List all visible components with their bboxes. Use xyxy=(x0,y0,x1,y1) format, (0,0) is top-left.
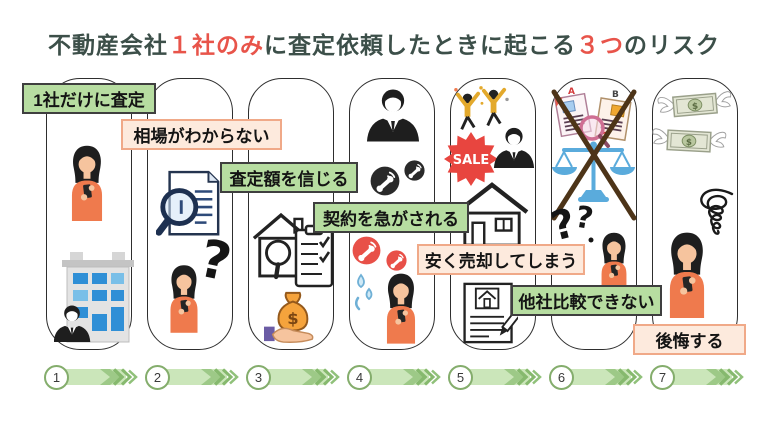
arrow-bar-icon xyxy=(157,368,239,386)
step-label-3: 査定額を信じる xyxy=(220,162,358,193)
step-label-7: 後悔する xyxy=(633,324,746,355)
flying-money-icon: $ xyxy=(657,91,732,118)
woman-phone-icon xyxy=(158,260,210,333)
svg-text:SALE: SALE xyxy=(453,153,490,168)
sale-badge: SALE xyxy=(444,132,498,186)
businessman-icon xyxy=(362,84,424,142)
svg-text:?: ? xyxy=(573,200,596,237)
svg-text:A: A xyxy=(568,87,575,97)
arrow-bar-icon xyxy=(359,368,441,386)
step-marker-4: 4 xyxy=(347,364,447,390)
step-label-2: 相場がわからない xyxy=(121,119,282,150)
woman-phone-icon xyxy=(374,268,428,344)
step-number-2: 2 xyxy=(145,365,170,390)
svg-text:$: $ xyxy=(686,138,693,148)
office-building-icon xyxy=(54,252,134,343)
money-bag-hand-icon: $ xyxy=(264,291,314,343)
step-label-1: 1社だけに査定 xyxy=(22,83,156,114)
step-number-4: 4 xyxy=(347,365,372,390)
cross-x-icon xyxy=(551,89,637,221)
checklist-icon xyxy=(294,224,334,288)
step-label-6: 他社比較できない xyxy=(511,285,662,316)
businessman-icon xyxy=(490,124,538,168)
step-number-6: 6 xyxy=(549,365,574,390)
page-title: 不動産会社１社のみに査定依頼したときに起こる３つのリスク xyxy=(0,26,768,60)
contract-pen-icon xyxy=(463,282,518,344)
step-marker-2: 2 xyxy=(145,364,245,390)
step-number-5: 5 xyxy=(448,365,473,390)
step-marker-5: 5 xyxy=(448,364,548,390)
woman-phone-icon xyxy=(58,140,116,221)
document-magnifier-icon xyxy=(156,170,220,236)
step-marker-1: 1 xyxy=(44,364,144,390)
scribble-icon xyxy=(700,188,734,235)
celebration-icon xyxy=(454,86,509,130)
arrow-bar-icon xyxy=(56,368,138,386)
svg-text:$: $ xyxy=(692,102,699,112)
title-highlight1: １社のみ xyxy=(168,32,264,58)
magnifier-icon xyxy=(579,115,605,141)
question-mark-icon: ? xyxy=(194,232,234,294)
svg-text:$: $ xyxy=(287,309,298,328)
step-label-5: 安く売却してしまう xyxy=(417,244,585,275)
arrow-bar-icon xyxy=(460,368,542,386)
woman-phone-icon xyxy=(654,226,720,318)
step-number-1: 1 xyxy=(44,365,69,390)
question-marks-icon: ? ? xyxy=(550,200,596,253)
sweat-drops-icon xyxy=(355,273,373,311)
comparison-docs-scales-icon: A B xyxy=(551,87,637,221)
title-part1: 不動産会社 xyxy=(48,32,168,58)
arrow-bar-icon xyxy=(561,368,643,386)
scales-icon xyxy=(552,141,635,202)
arrow-bar-icon xyxy=(662,368,744,386)
step-marker-7: 7 xyxy=(650,364,750,390)
panel-7 xyxy=(652,78,738,350)
step-marker-6: 6 xyxy=(549,364,649,390)
phone-calls-dark-icon xyxy=(370,160,432,196)
arrow-bar-icon xyxy=(258,368,340,386)
step-label-4: 契約を急がされる xyxy=(313,202,469,233)
step-marker-3: 3 xyxy=(246,364,346,390)
step-number-7: 7 xyxy=(650,365,675,390)
svg-text:B: B xyxy=(612,90,619,100)
title-part3: のリスク xyxy=(624,32,720,58)
step-number-3: 3 xyxy=(246,365,271,390)
flying-money-icon: $ xyxy=(652,128,727,153)
title-part2: に査定依頼したときに起こる xyxy=(264,32,576,58)
title-highlight2: ３つ xyxy=(576,32,624,58)
